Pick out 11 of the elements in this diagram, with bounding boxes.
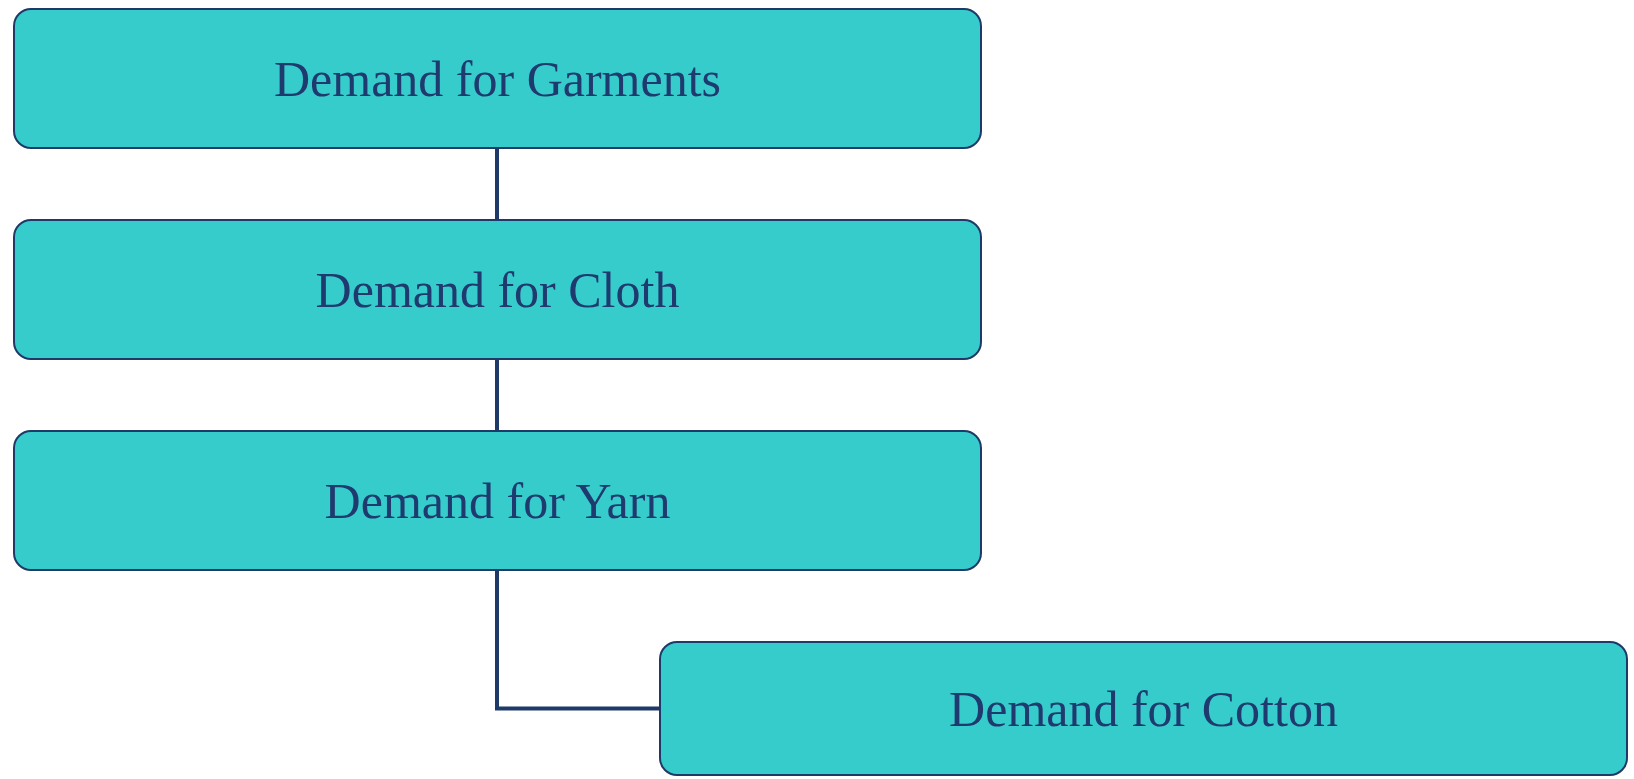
process-box bbox=[659, 641, 1628, 776]
process-box bbox=[13, 219, 982, 360]
box-label: Demand for Yarn bbox=[324, 471, 671, 530]
box-label: Demand for Cloth bbox=[315, 260, 680, 319]
connector-line bbox=[495, 360, 499, 430]
box-label: Demand for Cotton bbox=[949, 679, 1338, 738]
process-box bbox=[13, 8, 982, 149]
connector-line bbox=[495, 149, 499, 219]
box-label: Demand for Garments bbox=[273, 49, 722, 108]
process-box bbox=[13, 430, 982, 571]
connector-line bbox=[495, 571, 659, 711]
